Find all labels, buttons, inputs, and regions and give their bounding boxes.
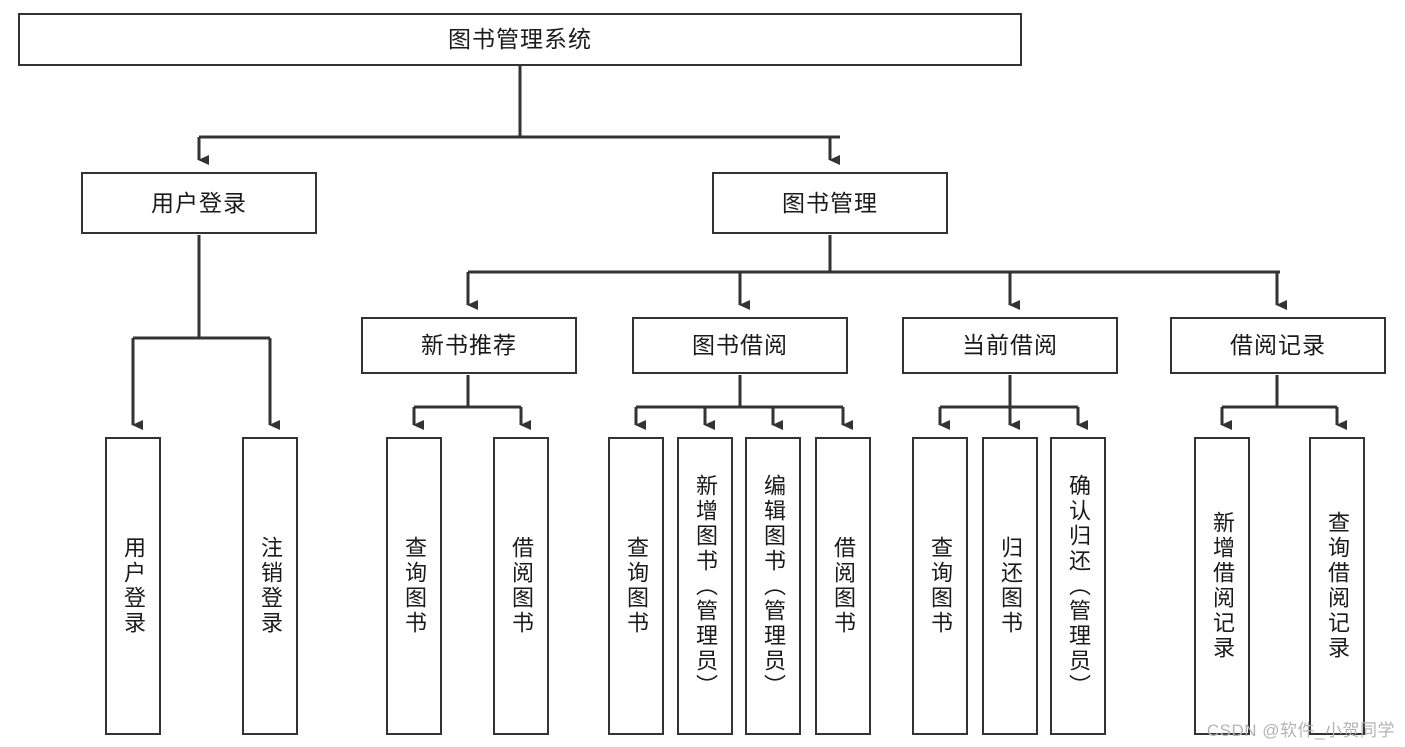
node-label: 图书借阅 [692,332,788,358]
node-leaf-user-logout[interactable]: 注销登录 [242,437,298,735]
node-label: 编辑图书（管理员） [761,473,786,699]
node-label: 查询图书 [402,536,427,636]
node-label: 图书管理系统 [448,26,592,52]
node-leaf-borrow-book-recommendation[interactable]: 借阅图书 [493,437,549,735]
node-leaf-query-book-recommendation[interactable]: 查询图书 [386,437,442,735]
node-borrowing-records[interactable]: 借阅记录 [1170,317,1386,374]
node-label: 新书推荐 [421,332,517,358]
node-label: 查询图书 [928,536,953,636]
node-label: 新增借阅记录 [1210,511,1235,661]
node-label: 借阅图书 [831,536,856,636]
node-new-book-recommendation[interactable]: 新书推荐 [361,317,577,374]
node-label: 查询图书 [624,536,649,636]
node-leaf-add-book-admin[interactable]: 新增图书（管理员） [677,437,733,735]
node-label: 借阅记录 [1230,332,1326,358]
node-label: 用户登录 [151,189,247,216]
node-book-borrowing[interactable]: 图书借阅 [632,317,848,374]
node-leaf-return-book[interactable]: 归还图书 [982,437,1038,735]
node-leaf-query-book-borrowing[interactable]: 查询图书 [608,437,664,735]
node-leaf-user-login[interactable]: 用户登录 [105,437,161,735]
node-label: 当前借阅 [962,332,1058,358]
node-book-management[interactable]: 图书管理 [712,172,948,234]
node-current-borrowing[interactable]: 当前借阅 [902,317,1118,374]
node-leaf-query-book-current[interactable]: 查询图书 [912,437,968,735]
node-leaf-edit-book-admin[interactable]: 编辑图书（管理员） [745,437,801,735]
node-root-book-management-system[interactable]: 图书管理系统 [18,13,1022,66]
node-leaf-borrow-book-borrowing[interactable]: 借阅图书 [815,437,871,735]
node-leaf-add-borrowing-record[interactable]: 新增借阅记录 [1194,437,1250,735]
node-label: 归还图书 [998,536,1023,636]
csdn-watermark: CSDN @软件_小贺同学 [1206,721,1395,740]
node-leaf-confirm-return-admin[interactable]: 确认归还（管理员） [1050,437,1106,735]
node-label: 借阅图书 [509,536,534,636]
node-label: 用户登录 [121,536,146,636]
node-label: 确认归还（管理员） [1066,473,1091,699]
node-label: 注销登录 [258,536,283,636]
node-label: 图书管理 [782,189,878,216]
node-label: 新增图书（管理员） [693,473,718,699]
node-label: 查询借阅记录 [1325,511,1350,661]
node-user-login[interactable]: 用户登录 [81,172,317,234]
node-leaf-query-borrowing-record[interactable]: 查询借阅记录 [1309,437,1365,735]
